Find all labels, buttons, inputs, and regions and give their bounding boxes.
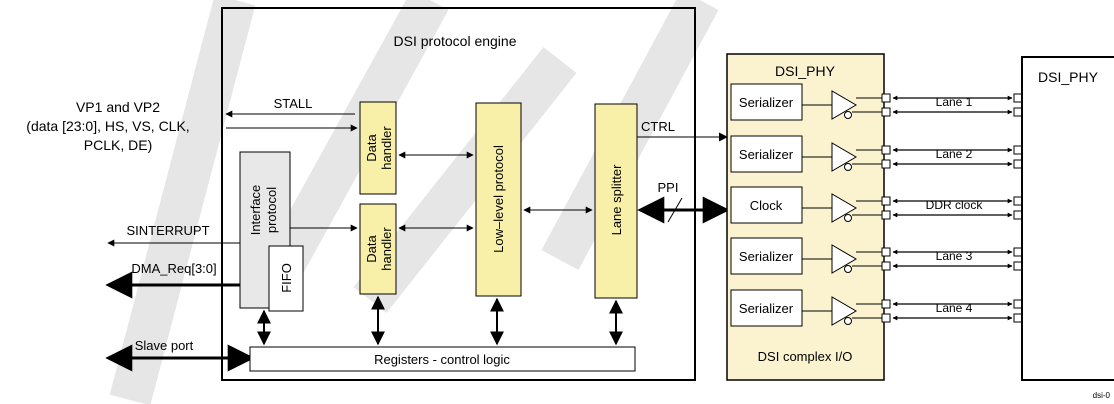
pad-n-3 xyxy=(881,210,891,220)
dsi-phy-title: DSI_PHY xyxy=(775,63,836,79)
ext-pad-n-5 xyxy=(1013,313,1023,323)
ext-pad-p-4 xyxy=(1013,247,1023,257)
tx-buffer-3 xyxy=(831,193,857,223)
register-links xyxy=(257,295,623,346)
data-handler-1-label-2: handler xyxy=(379,126,394,170)
phy-block-label-2: Serializer xyxy=(739,147,794,162)
pad-p-5 xyxy=(881,299,891,309)
figure-id: dsi-0 xyxy=(1093,391,1111,400)
tx-buffer-1 xyxy=(831,90,857,120)
tx-inverter-bubble-3 xyxy=(844,214,852,222)
ext-pad-n-3 xyxy=(1013,210,1023,220)
registers-block xyxy=(249,346,636,372)
ppi-bus-slash xyxy=(667,197,683,223)
tx-inverter-bubble-2 xyxy=(844,163,852,171)
data-handler-2-label-2: handler xyxy=(379,227,394,271)
ext-pad-p-1 xyxy=(1013,93,1023,103)
pad-n-5 xyxy=(881,313,891,323)
external-dsi-phy-block xyxy=(1021,56,1114,381)
dma-req-label: DMA_Req[3:0] xyxy=(131,261,216,276)
data-handler-2-label-1: Data xyxy=(364,235,379,263)
pad-p-3 xyxy=(881,196,891,206)
pad-n-4 xyxy=(881,261,891,271)
ext-pad-p-5 xyxy=(1013,299,1023,309)
pad-n-2 xyxy=(881,159,891,169)
phy-block-3 xyxy=(730,186,803,224)
phy-block-label-3: Clock xyxy=(750,198,783,213)
data-handler-block-2 xyxy=(359,203,397,295)
tx-buffer-2 xyxy=(831,142,857,172)
fifo-block xyxy=(268,245,304,312)
watermark xyxy=(109,0,719,404)
lane-label-3: DDR clock xyxy=(926,198,984,212)
phy-block-4 xyxy=(730,237,803,275)
lane-label-1: Lane 1 xyxy=(936,95,973,109)
phy-block-label-4: Serializer xyxy=(739,249,794,264)
registers-label: Registers - control logic xyxy=(374,352,510,367)
fifo-label: FIFO xyxy=(279,263,294,293)
ppi-label: PPI xyxy=(658,180,679,195)
phy-block-2 xyxy=(730,135,803,173)
video-input-label-2: (data [23:0], HS, VS, CLK, xyxy=(26,118,189,134)
ext-pad-n-2 xyxy=(1013,159,1023,169)
protocol-engine-title: DSI protocol engine xyxy=(394,33,517,49)
pad-p-1 xyxy=(881,93,891,103)
tx-inverter-bubble-1 xyxy=(844,111,852,119)
tx-buffer-5 xyxy=(831,296,857,326)
protocol-engine-box xyxy=(221,7,696,381)
tx-buffer-4 xyxy=(831,244,857,274)
lane-splitter-label: Lane splitter xyxy=(609,164,624,235)
low-level-protocol-block xyxy=(475,102,522,297)
video-input-label-3: PCLK, DE) xyxy=(84,137,152,153)
pad-n-1 xyxy=(881,107,891,117)
tx-inverter-bubble-5 xyxy=(844,317,852,325)
slave-port-label: Slave port xyxy=(135,338,194,353)
lane-label-5: Lane 4 xyxy=(936,301,973,315)
phy-block-1 xyxy=(730,83,803,121)
low-level-protocol-label: Low–level protocol xyxy=(491,145,506,253)
pad-p-2 xyxy=(881,145,891,155)
external-dsi-phy-title: DSI_PHY xyxy=(1038,69,1099,85)
interface-protocol-label-1: Interface xyxy=(248,185,263,236)
lane-label-2: Lane 2 xyxy=(936,147,973,161)
interface-protocol-label-2: protocol xyxy=(264,187,279,233)
ext-pad-n-1 xyxy=(1013,107,1023,117)
stall-label: STALL xyxy=(274,96,313,111)
dsi-complex-io-label: DSI complex I/O xyxy=(758,349,853,364)
data-handler-1-label-1: Data xyxy=(364,134,379,162)
lane-label-4: Lane 3 xyxy=(936,249,973,263)
ctrl-label: CTRL xyxy=(641,119,675,134)
phy-block-label-5: Serializer xyxy=(739,301,794,316)
phy-block-label-1: Serializer xyxy=(739,95,794,110)
lane-splitter-block xyxy=(594,103,638,299)
pad-p-4 xyxy=(881,247,891,257)
ext-pad-n-4 xyxy=(1013,261,1023,271)
phy-block-5 xyxy=(730,289,803,327)
video-input-label-1: VP1 and VP2 xyxy=(76,99,160,115)
data-handler-block-1 xyxy=(359,101,397,195)
ext-pad-p-3 xyxy=(1013,196,1023,206)
sinterrupt-label: SINTERRUPT xyxy=(126,223,209,238)
ext-pad-p-2 xyxy=(1013,145,1023,155)
tx-inverter-bubble-4 xyxy=(844,265,852,273)
